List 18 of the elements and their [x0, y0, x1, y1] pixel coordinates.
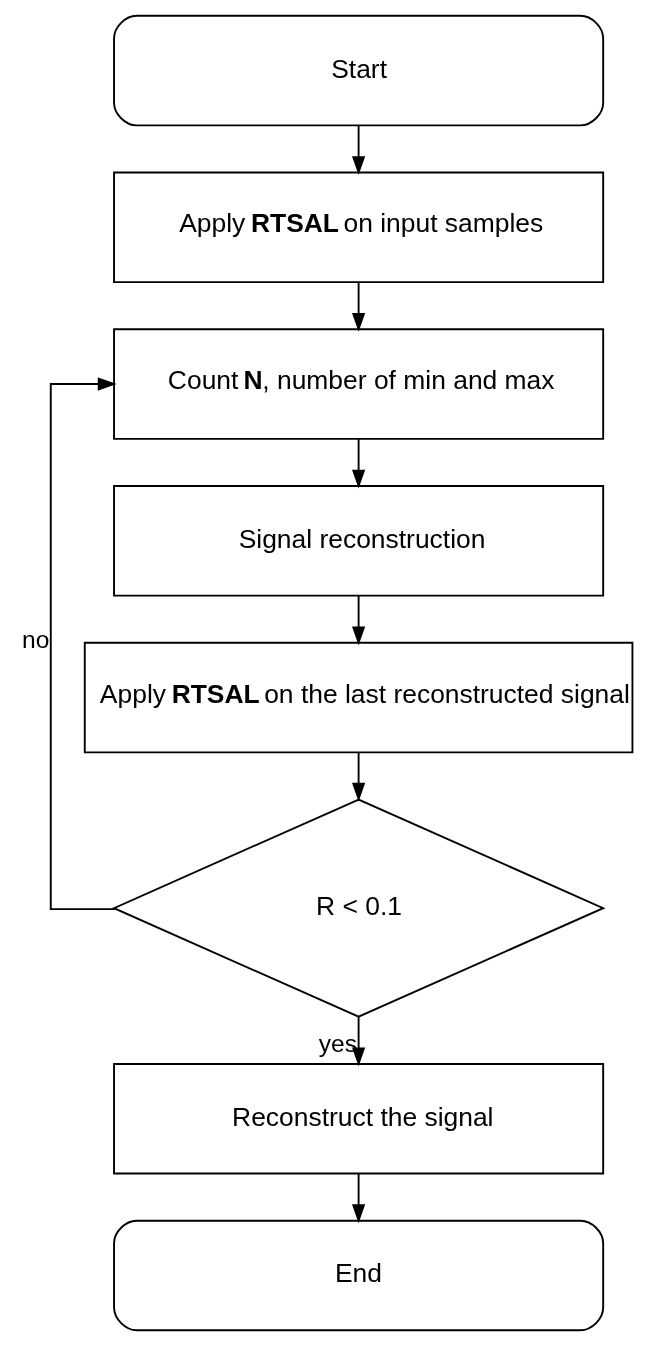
- node-box: Signal reconstruction: [113, 485, 605, 597]
- node-box: Reconstruct the signal: [113, 1063, 605, 1175]
- arrow: [352, 281, 366, 332]
- arrow: [352, 437, 366, 489]
- node-box: Apply RTSAL on the last reconstructed signal: [83, 641, 634, 754]
- node-box: End: [113, 1219, 605, 1332]
- node-box: Apply RTSAL on input samples: [113, 171, 605, 283]
- arrow: [352, 1016, 366, 1067]
- edge-label: no: [22, 626, 50, 654]
- arrow: [352, 124, 366, 176]
- node-box: Start: [113, 14, 605, 127]
- arrow: [352, 594, 366, 646]
- arrow: [352, 751, 366, 802]
- node-box: Count N, number of min and max: [113, 328, 605, 440]
- arrow: [49, 377, 117, 910]
- edge-label: yes: [318, 1030, 357, 1058]
- arrow: [352, 1172, 366, 1224]
- node-diamond: R < 0.1: [111, 798, 606, 1018]
